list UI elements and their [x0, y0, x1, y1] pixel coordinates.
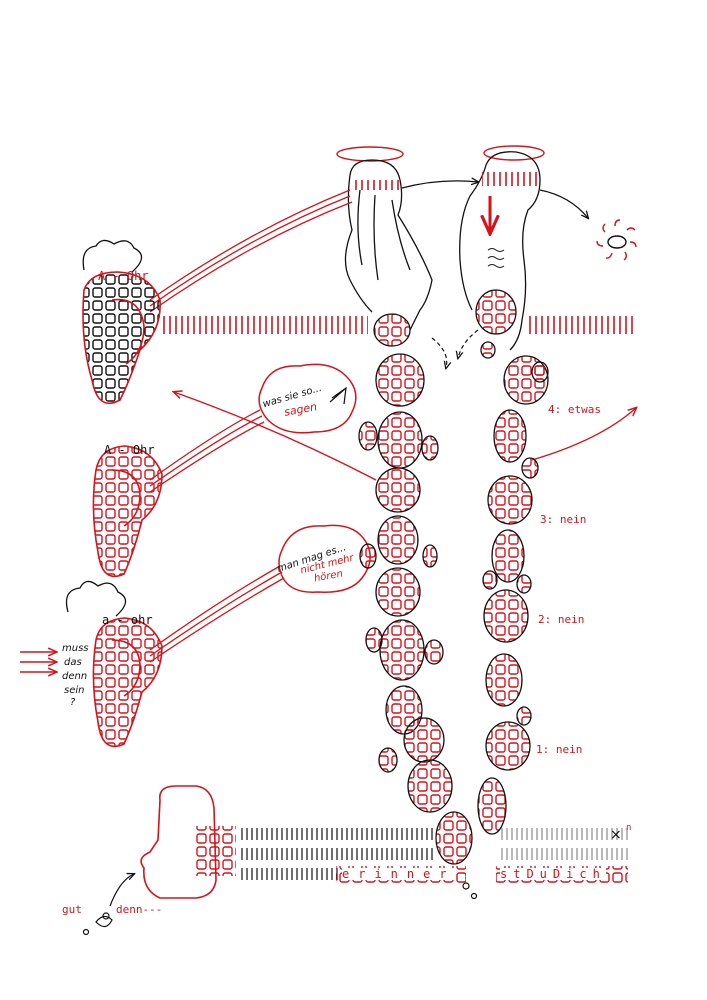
question-line-2: das — [64, 657, 82, 668]
question-line-3: denn — [62, 671, 88, 682]
checkered-tile-pattern — [196, 826, 236, 876]
superscript-n: n — [626, 823, 632, 833]
hatch-row-3 — [238, 868, 338, 880]
arc-arrow-right — [531, 408, 636, 461]
ear-label-bottom: a - ohr — [102, 613, 153, 627]
head-band-right — [482, 172, 540, 186]
mouse-ear-icon — [82, 239, 143, 273]
ear-top — [82, 239, 161, 405]
head-band-left — [352, 180, 400, 190]
step-one-label: 1: nein — [536, 743, 583, 756]
hatch-row-2 — [238, 848, 434, 860]
arc-arrow-left — [174, 392, 377, 481]
denn-label: denn--- — [116, 903, 163, 916]
step-three-label: 3: nein — [540, 513, 587, 526]
chain-right — [475, 289, 549, 835]
sun-icon — [596, 219, 637, 261]
step-two-label: 2: nein — [538, 613, 585, 626]
corner-arrow-icon — [329, 386, 347, 405]
halo-icon — [336, 145, 545, 162]
input-arrows — [20, 652, 56, 672]
hatch-row-1 — [238, 828, 434, 840]
ear-bottom — [65, 580, 163, 748]
ear-label-top: A - Ohr — [98, 269, 149, 283]
speech-bubble-1 — [258, 363, 357, 434]
hatch-row-grey-1 — [500, 828, 630, 840]
gut-label: gut — [62, 903, 82, 916]
speech-bubble-2 — [278, 524, 371, 593]
step-four-label: 4: etwas — [548, 403, 601, 416]
word-erinner: erinner — [342, 867, 456, 881]
dotted-arrow-icon — [458, 329, 479, 358]
word-stdudich: stDuDich — [500, 867, 606, 881]
squiggle-marks — [487, 248, 505, 268]
question-line-4: sein — [64, 685, 85, 696]
leaf-arrow-icon — [95, 874, 134, 928]
ear-label-middle: A - Ohr — [104, 443, 155, 457]
mouse-ear-icon — [65, 580, 127, 617]
hatch-band-left — [160, 316, 368, 334]
chain-left — [358, 313, 473, 865]
hatch-band-right — [528, 316, 636, 334]
arrow-head-to-head — [401, 181, 478, 189]
cross-mark: × — [610, 827, 622, 843]
ear-middle — [92, 445, 163, 578]
hatch-row-grey-2 — [500, 848, 630, 860]
sound-waves — [149, 189, 353, 663]
question-line-1: muss — [62, 643, 89, 654]
dotted-arrow-icon — [431, 337, 447, 368]
small-dots — [82, 882, 478, 936]
question-line-5: ? — [70, 697, 76, 708]
arrow-to-sun — [539, 189, 588, 218]
